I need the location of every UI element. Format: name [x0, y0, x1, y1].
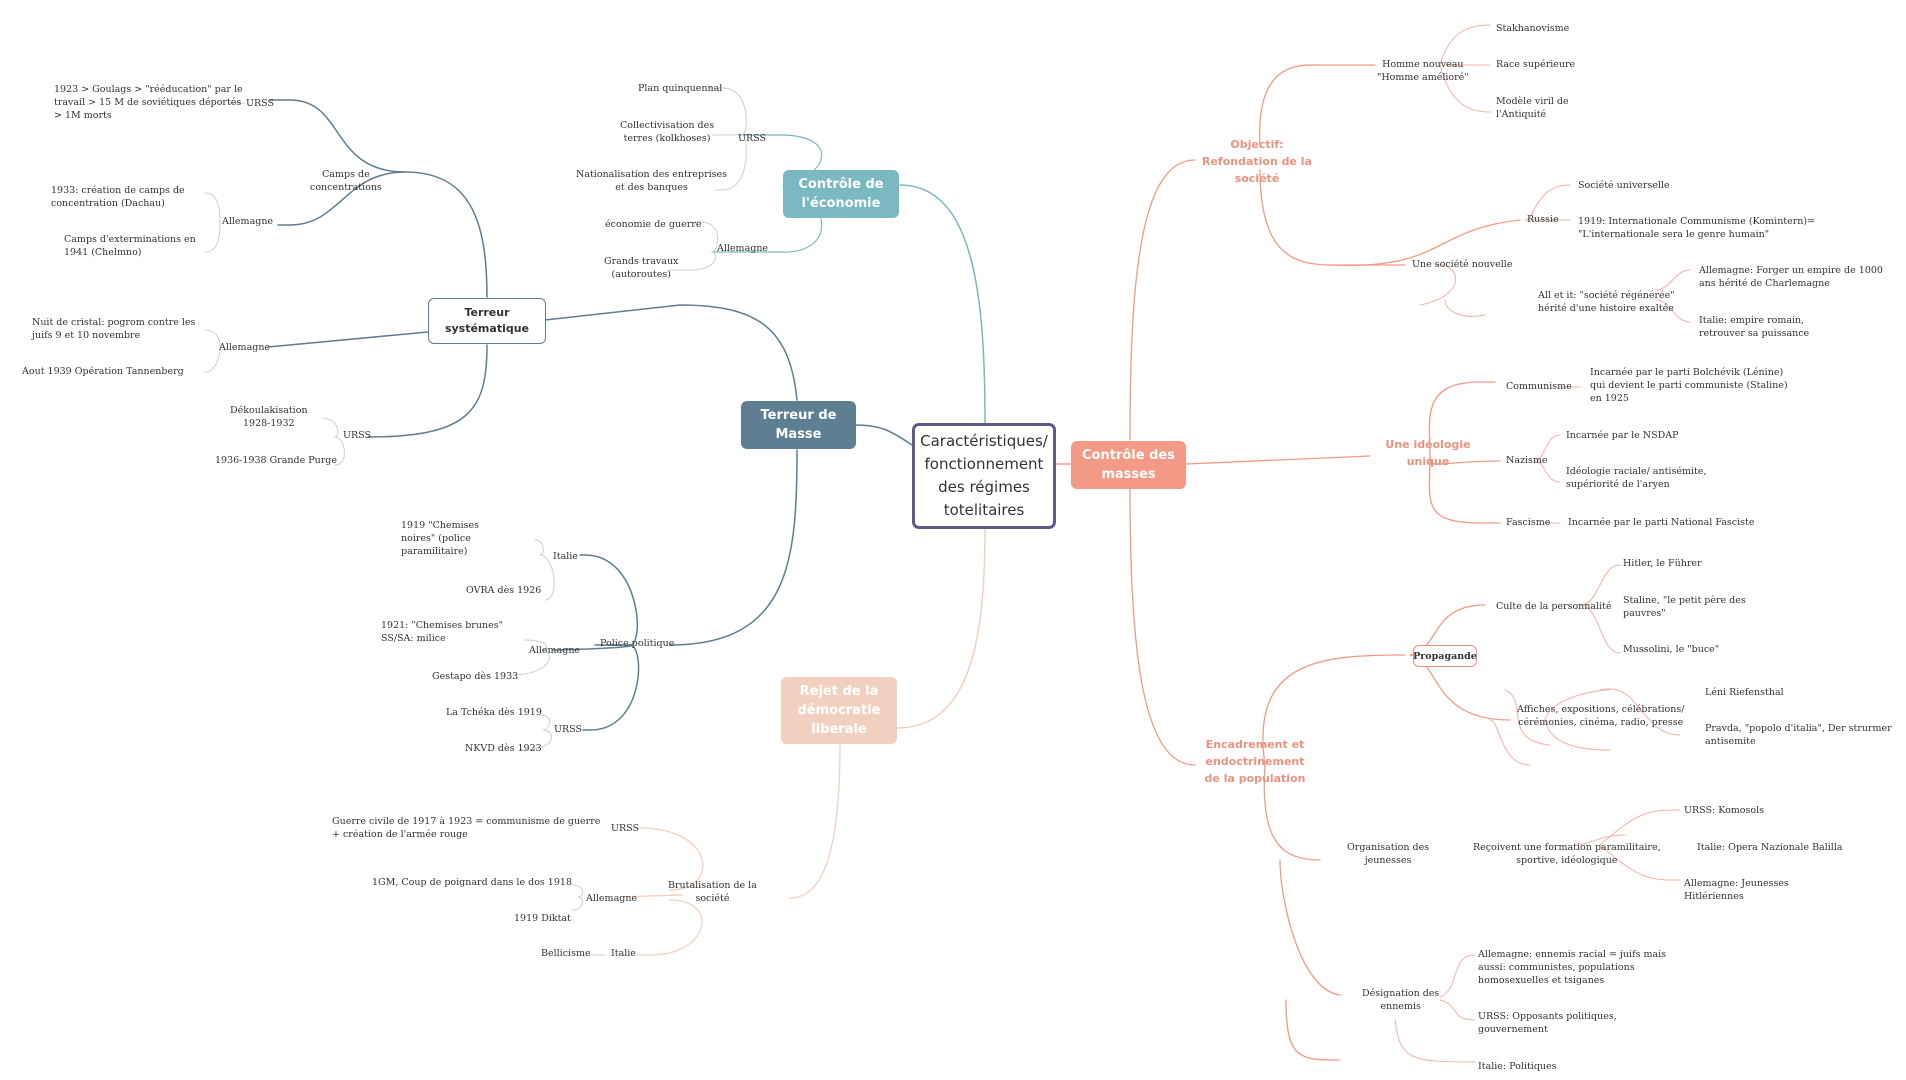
branch-controle-economie[interactable]: Contrôle de l'économie [783, 170, 899, 218]
node-diktat[interactable]: 1919 Diktat [514, 913, 571, 924]
node-mussolini[interactable]: Mussolini, le "buce" [1623, 644, 1720, 655]
node-brutalisation[interactable]: Brutalisation de la société [668, 880, 757, 904]
node-tannenberg[interactable]: Aout 1939 Opération Tannenberg [22, 366, 184, 377]
node-communisme[interactable]: Communisme [1506, 381, 1572, 392]
node-dachau[interactable]: 1933: création de camps de concentration… [51, 185, 185, 209]
node-collectivisation[interactable]: Collectivisation des terres (kolkhoses) [620, 120, 715, 144]
node-grande-purge[interactable]: 1936-1938 Grande Purge [215, 455, 337, 466]
node-police-italie[interactable]: Italie [553, 551, 578, 562]
node-police-politique[interactable]: Police politique [600, 638, 675, 649]
node-chelmno[interactable]: Camps d'exterminations en 1941 (Chelmno) [64, 234, 196, 258]
node-dekoulakisation[interactable]: Dékoulakisation 1928-1932 [230, 405, 308, 429]
node-propagande[interactable]: Propagande [1413, 645, 1477, 667]
node-economie-guerre[interactable]: économie de guerre [605, 219, 702, 230]
node-stakhanovisme[interactable]: Stakhanovisme [1496, 23, 1570, 34]
node-grands-travaux[interactable]: Grands travaux (autoroutes) [604, 256, 679, 280]
node-homme-nouveau[interactable]: Homme nouveau "Homme amélioré" [1377, 59, 1469, 83]
node-empire-romain[interactable]: Italie: empire romain, retrouver sa puis… [1699, 315, 1810, 339]
node-nazisme[interactable]: Nazisme [1506, 455, 1548, 466]
node-race-superieure[interactable]: Race supérieure [1496, 59, 1576, 70]
node-russie[interactable]: Russie [1527, 214, 1559, 225]
node-dem-italie[interactable]: Italie [611, 948, 636, 959]
node-hitler[interactable]: Hitler, le Führer [1623, 558, 1702, 569]
node-police-urss[interactable]: URSS [554, 724, 583, 735]
node-societe-universelle[interactable]: Société universelle [1578, 180, 1670, 191]
node-camps-allemagne[interactable]: Allemagne [222, 216, 274, 227]
node-terreur-systematique[interactable]: Terreur systématique [428, 298, 546, 344]
node-bellicisme[interactable]: Bellicisme [541, 948, 591, 959]
node-camps-urss[interactable]: URSS [246, 98, 275, 109]
node-ovra[interactable]: OVRA dès 1926 [466, 585, 542, 596]
node-tcheka[interactable]: La Tchéka dès 1919 [446, 707, 542, 718]
node-modele-viril[interactable]: Modèle viril de l'Antiquité [1496, 96, 1569, 120]
node-all-et-it[interactable]: All et it: "société régénérée" hérité d'… [1538, 290, 1675, 314]
node-jeunesses[interactable]: Organisation des jeunesses [1347, 842, 1430, 866]
node-ennemis-italie[interactable]: Italie: Politiques [1478, 1061, 1557, 1072]
node-affiches[interactable]: Affiches, expositions, célébrations/ cér… [1517, 704, 1685, 728]
node-objectif[interactable]: Objectif: Refondation de la société [1202, 138, 1313, 185]
node-eco-urss[interactable]: URSS [738, 133, 767, 144]
node-societe-nouvelle[interactable]: Une société nouvelle [1412, 259, 1513, 270]
node-parti-fasciste[interactable]: Incarnée par le parti National Fasciste [1568, 517, 1755, 528]
node-nkvd[interactable]: NKVD dès 1923 [465, 743, 542, 754]
node-guerre-civile[interactable]: Guerre civile de 1917 à 1923 = communism… [332, 816, 601, 840]
node-riefensthal[interactable]: Léni Riefensthal [1705, 687, 1784, 698]
node-bolchevik[interactable]: Incarnée par le parti Bolchévik (Lénine)… [1590, 367, 1788, 404]
node-goulags[interactable]: 1923 > Goulags > "rééducation" par le tr… [54, 84, 243, 121]
node-sys-allemagne[interactable]: Allemagne [219, 342, 271, 353]
node-chemises-noires[interactable]: 1919 "Chemises noires" (police paramilit… [401, 520, 479, 557]
node-nationalisation[interactable]: Nationalisation des entreprises et des b… [576, 169, 728, 193]
branch-terreur-masse[interactable]: Terreur de Masse [741, 401, 856, 449]
node-pravda[interactable]: Pravda, "popolo d'italia", Der strurmer … [1705, 723, 1892, 747]
node-balilla[interactable]: Italie: Opera Nazionale Balilla [1697, 842, 1843, 853]
node-nsdap[interactable]: Incarnée par le NSDAP [1566, 430, 1679, 441]
node-komosols[interactable]: URSS: Komosols [1684, 805, 1765, 816]
node-culte[interactable]: Culte de la personnalité [1496, 601, 1612, 612]
central-topic[interactable]: Caractéristiques/ fonctionnement des rég… [912, 423, 1056, 529]
node-dem-allemagne[interactable]: Allemagne [586, 893, 638, 904]
node-ideologie-raciale[interactable]: Idéologie raciale/ antisémite, supériori… [1566, 466, 1707, 490]
node-dem-urss[interactable]: URSS [611, 823, 640, 834]
node-ennemis-urss[interactable]: URSS: Opposants politiques, gouvernement [1478, 1011, 1617, 1035]
node-eco-allemagne[interactable]: Allemagne [717, 243, 769, 254]
node-sys-urss[interactable]: URSS [343, 430, 372, 441]
node-nuit-cristal[interactable]: Nuit de cristal: pogrom contre les juifs… [32, 317, 196, 341]
node-ennemis[interactable]: Désignation des ennemis [1362, 988, 1440, 1012]
node-encadrement[interactable]: Encadrement et endoctrinement de la popu… [1204, 738, 1306, 785]
node-staline[interactable]: Staline, "le petit père des pauvres" [1623, 595, 1746, 619]
node-camps[interactable]: Camps de concentrations [310, 169, 382, 193]
node-jeunesses-hitleriennes[interactable]: Allemagne: Jeunesses Hitlériennes [1684, 878, 1789, 902]
node-komintern[interactable]: 1919: Internationale Communisme (Kominte… [1578, 216, 1816, 240]
branch-controle-masses[interactable]: Contrôle des masses [1071, 441, 1186, 489]
node-plan-quinquennal[interactable]: Plan quinquennal [638, 83, 723, 94]
node-fascisme[interactable]: Fascisme [1506, 517, 1551, 528]
node-chemises-brunes[interactable]: 1921: "Chemises brunes" SS/SA: milice [381, 620, 503, 644]
node-formation[interactable]: Reçoivent une formation paramilitaire, s… [1473, 842, 1661, 866]
branch-rejet-democratie[interactable]: Rejet de la démocratie liberale [781, 677, 897, 744]
node-gestapo[interactable]: Gestapo dès 1933 [432, 671, 519, 682]
node-ideologie-unique[interactable]: Une idéologie unique [1385, 438, 1471, 468]
node-empire-1000[interactable]: Allemagne: Forger un empire de 1000 ans … [1699, 265, 1883, 289]
node-police-allemagne[interactable]: Allemagne [529, 645, 581, 656]
node-coup-poignard[interactable]: 1GM, Coup de poignard dans le dos 1918 [372, 877, 572, 888]
node-ennemis-allemagne[interactable]: Allemagne: ennemis racial = juifs mais a… [1478, 949, 1667, 986]
